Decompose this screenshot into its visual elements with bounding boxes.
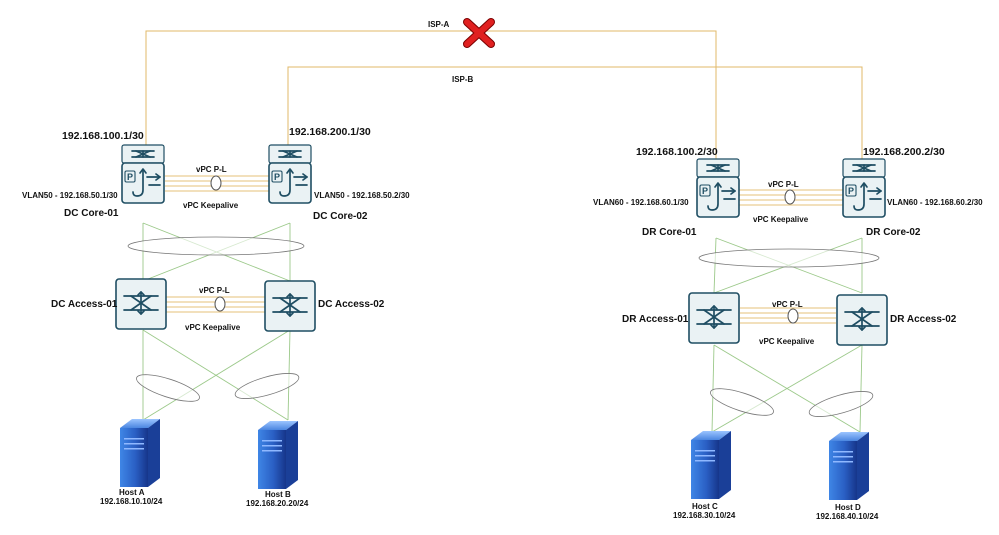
layer3-switch-icon: P: [271, 168, 308, 197]
dc-access-peer-link-label: vPC P-L: [199, 286, 230, 295]
dr-access-02-name: DR Access-02: [890, 314, 957, 325]
dr-core-02-vlan: VLAN60 - 192.168.60.2/30: [887, 198, 983, 207]
access-switch-mini-icon: [706, 164, 730, 172]
svg-text:P: P: [127, 172, 133, 182]
host-c-ip: 192.168.30.10/24: [673, 511, 736, 520]
svg-text:P: P: [702, 186, 708, 196]
dc-core-02-vlan: VLAN50 - 192.168.50.2/30: [314, 191, 410, 200]
host-d-server[interactable]: [829, 432, 869, 500]
dr-core-keepalive-label: vPC Keepalive: [753, 215, 809, 224]
host-d-name: Host D: [835, 503, 861, 512]
dc-core-01-name: DC Core-01: [64, 208, 119, 219]
dr-core-01-wan-ip: 192.168.100.2/30: [636, 146, 718, 158]
dr-access-keepalive-label: vPC Keepalive: [759, 337, 815, 346]
dr-core-01-vlan: VLAN60 - 192.168.60.1/30: [593, 198, 689, 207]
multilayer-switch-icon: [696, 305, 732, 329]
host-a-server[interactable]: [120, 419, 160, 487]
dc-access-01-name: DC Access-01: [51, 299, 118, 310]
access-switch-mini-icon: [278, 150, 302, 158]
dc-core-01-wan-ip: 192.168.100.1/30: [62, 130, 144, 142]
svg-text:P: P: [274, 172, 280, 182]
dc-core-02-name: DC Core-02: [313, 211, 368, 222]
dr-access-peer-links: [740, 307, 836, 324]
dc-access-host-links: [136, 329, 300, 421]
server-icon: [829, 432, 869, 500]
svg-text:P: P: [848, 186, 854, 196]
layer3-switch-icon: P: [124, 168, 161, 197]
dc-core-02-wan-ip: 192.168.200.1/30: [289, 126, 371, 138]
dc-access-keepalive-label: vPC Keepalive: [185, 323, 241, 332]
isp-b-link: [286, 66, 864, 162]
dr-core-01-switch[interactable]: P: [696, 158, 740, 218]
dr-access-01-name: DR Access-01: [622, 314, 689, 325]
access-switch-mini-icon: [131, 150, 155, 158]
dc-core-peer-links: [165, 175, 269, 192]
host-c-server[interactable]: [691, 431, 731, 499]
dc-access-02-name: DC Access-02: [318, 299, 385, 310]
dr-core-02-wan-ip: 192.168.200.2/30: [863, 146, 945, 158]
dc-core-01-switch[interactable]: P: [121, 144, 165, 204]
dr-access-02-switch[interactable]: [836, 294, 888, 346]
dr-access-peer-link-label: vPC P-L: [772, 300, 803, 309]
layer3-switch-icon: P: [845, 182, 882, 211]
dr-core-01-name: DR Core-01: [642, 227, 697, 238]
dr-core-02-switch[interactable]: P: [842, 158, 886, 218]
isp-b-label: ISP-B: [452, 75, 474, 84]
dr-core-peer-links: [739, 189, 843, 206]
dr-core-peer-link-label: vPC P-L: [768, 180, 799, 189]
dc-core-keepalive-label: vPC Keepalive: [183, 201, 239, 210]
dc-core-peer-link-label: vPC P-L: [196, 165, 227, 174]
host-b-server[interactable]: [258, 421, 298, 489]
multilayer-switch-icon: [272, 293, 308, 317]
isp-a-label: ISP-A: [428, 20, 450, 29]
dr-core-access-links: [698, 237, 880, 294]
host-b-name: Host B: [265, 490, 291, 499]
host-b-ip: 192.168.20.20/24: [246, 499, 309, 508]
server-icon: [258, 421, 298, 489]
dr-access-01-switch[interactable]: [688, 292, 740, 344]
multilayer-switch-icon: [123, 291, 159, 315]
host-d-ip: 192.168.40.10/24: [816, 512, 879, 521]
dr-access-host-links: [710, 344, 874, 433]
isp-a-link: [144, 30, 718, 162]
dc-core-access-links: [127, 222, 305, 282]
multilayer-switch-icon: [844, 307, 880, 331]
host-a-name: Host A: [119, 488, 145, 497]
dc-core-01-vlan: VLAN50 - 192.168.50.1/30: [22, 191, 118, 200]
server-icon: [120, 419, 160, 487]
dc-access-peer-links: [165, 296, 265, 313]
dc-access-02-switch[interactable]: [264, 280, 316, 332]
layer3-switch-icon: P: [699, 182, 736, 211]
dc-access-01-switch[interactable]: [115, 278, 167, 330]
dc-core-02-switch[interactable]: P: [268, 144, 312, 204]
server-icon: [691, 431, 731, 499]
failure-x-icon: [463, 18, 495, 48]
host-c-name: Host C: [692, 502, 718, 511]
dr-core-02-name: DR Core-02: [866, 227, 921, 238]
host-a-ip: 192.168.10.10/24: [100, 497, 163, 506]
access-switch-mini-icon: [852, 164, 876, 172]
